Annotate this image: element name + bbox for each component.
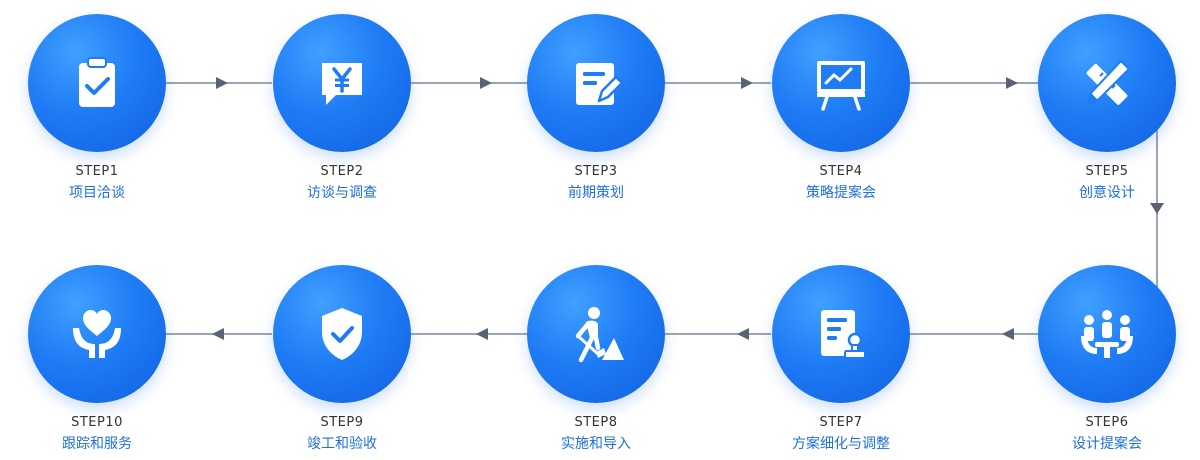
arrow-1-2 [216, 77, 228, 89]
step-2-circle [273, 14, 411, 152]
edit-document-icon [576, 63, 624, 105]
step-2: STEP2 访谈与调查 [262, 14, 422, 202]
step-8: STEP8 实施和导入 [516, 265, 676, 453]
step-8-title: 实施和导入 [561, 436, 631, 452]
step-8-circle [527, 265, 665, 403]
step-3-circle [527, 14, 665, 152]
step-3-code: STEP3 [574, 164, 618, 179]
step-9-code: STEP9 [320, 415, 364, 430]
shield-check-icon [322, 308, 362, 360]
step-10-circle [28, 265, 166, 403]
construction-worker-icon [575, 307, 624, 363]
step-6-circle [1038, 265, 1176, 403]
arrow-9-10 [212, 328, 224, 340]
arrow-6-7 [1002, 328, 1014, 340]
step-5: STEP5 创意设计 [1027, 14, 1187, 202]
step-7-code: STEP7 [819, 415, 863, 430]
clipboard-check-icon [79, 57, 115, 107]
arrow-2-3 [480, 77, 492, 89]
arrow-4-5 [1006, 77, 1018, 89]
step-3-title: 前期策划 [568, 185, 624, 201]
step-5-circle [1038, 14, 1176, 152]
step-3: STEP3 前期策划 [516, 14, 676, 202]
step-10-code: STEP10 [71, 415, 123, 430]
step-5-code: STEP5 [1085, 164, 1129, 179]
step-6-code: STEP6 [1085, 415, 1129, 430]
step-4-code: STEP4 [819, 164, 863, 179]
step-9: STEP9 竣工和验收 [262, 265, 422, 453]
step-10-title: 跟踪和服务 [62, 436, 132, 452]
heart-hands-icon [73, 310, 121, 358]
arrow-7-8 [737, 328, 749, 340]
arrow-5-6 [1150, 203, 1164, 214]
step-7: STEP7 方案细化与调整 [761, 265, 921, 453]
meeting-icon [1081, 310, 1133, 358]
step-8-code: STEP8 [574, 415, 618, 430]
step-9-circle [273, 265, 411, 403]
step-4-title: 策略提案会 [806, 185, 876, 201]
presentation-board-icon [817, 61, 865, 111]
step-1-circle [28, 14, 166, 152]
step-6: STEP6 设计提案会 [1027, 265, 1187, 453]
pencil-ruler-icon [1086, 60, 1130, 106]
step-4: STEP4 策略提案会 [761, 14, 921, 202]
arrow-8-9 [476, 328, 488, 340]
arrow-3-4 [741, 77, 753, 89]
step-7-circle [772, 265, 910, 403]
step-5-title: 创意设计 [1079, 185, 1135, 201]
step-10: STEP10 跟踪和服务 [17, 265, 177, 453]
step-2-title: 访谈与调查 [307, 185, 377, 201]
step-2-code: STEP2 [320, 164, 364, 179]
step-1-title: 项目洽谈 [69, 185, 125, 201]
yen-chat-icon [322, 63, 362, 105]
step-1-code: STEP1 [75, 164, 119, 179]
step-1: STEP1 项目洽谈 [17, 14, 177, 202]
step-7-title: 方案细化与调整 [792, 436, 890, 452]
step-4-circle [772, 14, 910, 152]
step-6-title: 设计提案会 [1072, 436, 1142, 452]
document-stamp-icon [821, 310, 866, 359]
step-9-title: 竣工和验收 [307, 436, 377, 452]
